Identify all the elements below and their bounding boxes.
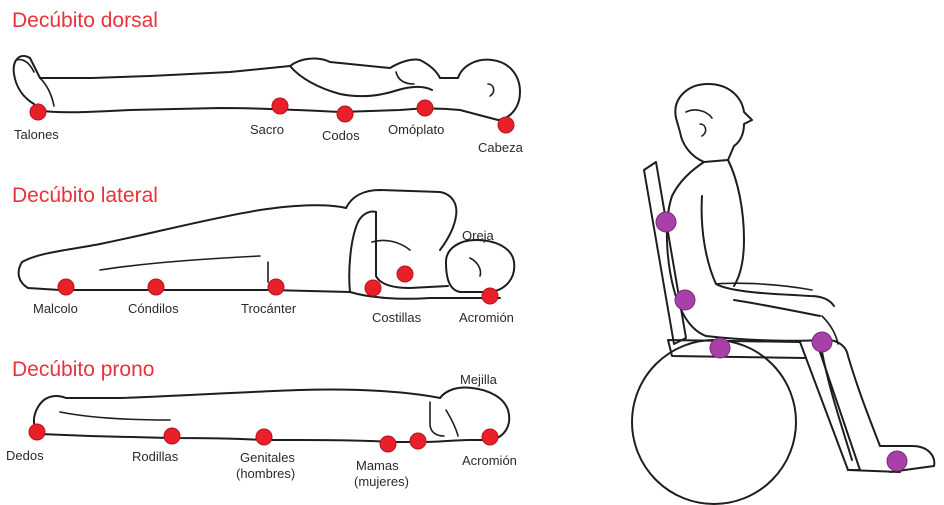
section-dorsal: Decúbito dorsal Talones Sacro Co bbox=[12, 9, 524, 155]
pressure-point-seated-sacrum bbox=[675, 290, 695, 310]
section-prono: Decúbito prono Mejilla Dedos Rodillas Ge… bbox=[6, 358, 517, 489]
wheelchair bbox=[632, 162, 900, 504]
label-codos: Codos bbox=[322, 128, 360, 143]
label-trocanter: Trocánter bbox=[241, 301, 297, 316]
label-oreja: Oreja bbox=[462, 228, 495, 243]
pressure-point-mamas-2 bbox=[410, 433, 426, 449]
pressure-point-omoplato bbox=[417, 100, 433, 116]
label-acromion-prono: Acromión bbox=[462, 453, 517, 468]
label-genitales: Genitales bbox=[240, 450, 295, 465]
label-malcolo: Malcolo bbox=[33, 301, 78, 316]
pressure-point-talones bbox=[30, 104, 46, 120]
pressure-point-seated-heel bbox=[887, 451, 907, 471]
pressure-point-malcolo bbox=[58, 279, 74, 295]
seated-person bbox=[667, 84, 934, 472]
pressure-point-cabeza bbox=[498, 117, 514, 133]
pressure-point-condilos bbox=[148, 279, 164, 295]
pressure-point-genitales bbox=[256, 429, 272, 445]
pressure-point-seated-scapula bbox=[656, 212, 676, 232]
label-cabeza: Cabeza bbox=[478, 140, 524, 155]
pressure-point-codos bbox=[337, 106, 353, 122]
label-dedos: Dedos bbox=[6, 448, 44, 463]
pressure-points-prono bbox=[29, 424, 498, 452]
pressure-point-costillas bbox=[365, 280, 381, 296]
pressure-point-mamas-1 bbox=[380, 436, 396, 452]
label-costillas: Costillas bbox=[372, 310, 422, 325]
pressure-point-acromion-prono bbox=[482, 429, 498, 445]
title-decubito-lateral: Decúbito lateral bbox=[12, 184, 158, 207]
pressure-point-sacro bbox=[272, 98, 288, 114]
title-decubito-dorsal: Decúbito dorsal bbox=[12, 9, 158, 32]
title-decubito-prono: Decúbito prono bbox=[12, 358, 154, 381]
label-sacro: Sacro bbox=[250, 122, 284, 137]
label-rodillas: Rodillas bbox=[132, 449, 179, 464]
pressure-point-oreja bbox=[397, 266, 413, 282]
section-lateral: Decúbito lateral Oreja Malcol bbox=[12, 184, 514, 325]
pressure-point-seated-ischium bbox=[710, 338, 730, 358]
pressure-point-trocanter bbox=[268, 279, 284, 295]
pressure-point-acromion-lateral bbox=[482, 288, 498, 304]
label-mujeres: (mujeres) bbox=[354, 474, 409, 489]
pressure-point-rodillas bbox=[164, 428, 180, 444]
label-acromion-lateral: Acromión bbox=[459, 310, 514, 325]
label-mejilla: Mejilla bbox=[460, 372, 498, 387]
label-mamas: Mamas bbox=[356, 458, 399, 473]
label-hombres: (hombres) bbox=[236, 466, 295, 481]
label-omoplato: Omóplato bbox=[388, 122, 444, 137]
supine-figure bbox=[14, 56, 520, 120]
pressure-point-seated-knee bbox=[812, 332, 832, 352]
label-talones: Talones bbox=[14, 127, 59, 142]
pressure-point-dedos bbox=[29, 424, 45, 440]
section-sedestacion bbox=[632, 84, 934, 504]
label-condilos: Cóndilos bbox=[128, 301, 179, 316]
